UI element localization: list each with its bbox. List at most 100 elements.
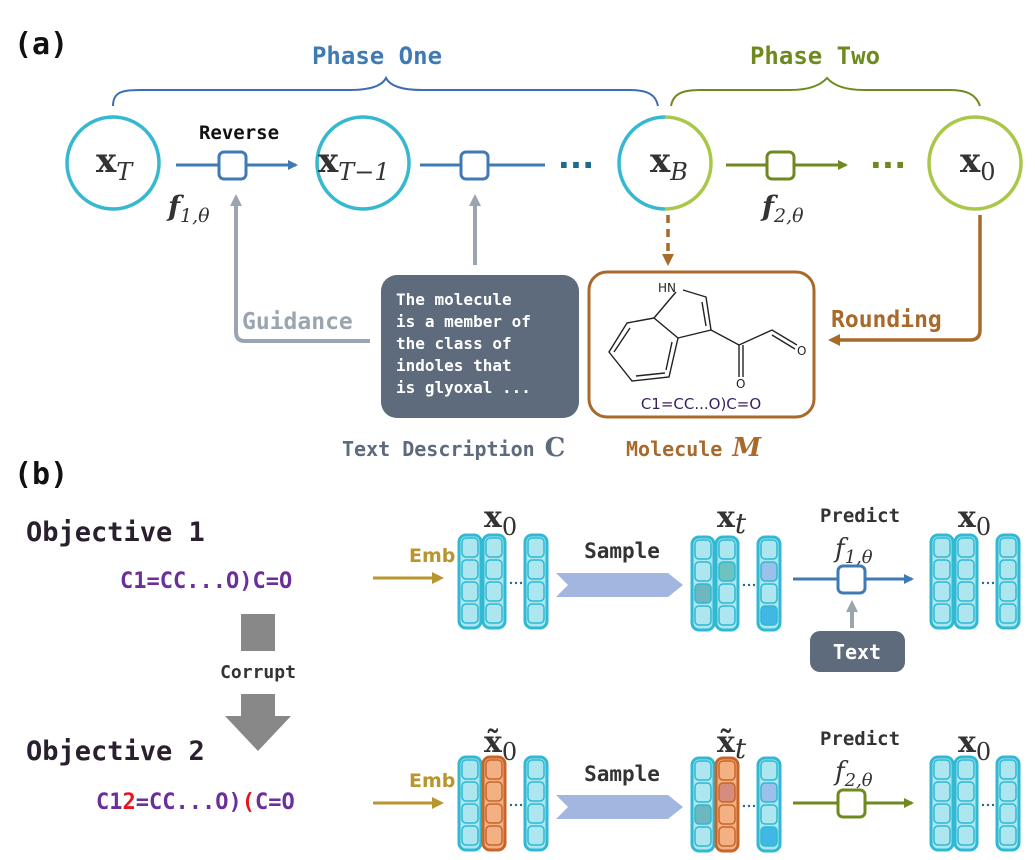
objective-2-denoiser-box	[836, 788, 867, 819]
node-xT1-label: xT−1	[318, 141, 390, 186]
objective-1-text-box	[810, 631, 905, 672]
panel-a-label: (a)	[14, 27, 68, 62]
embedding-cell	[694, 561, 712, 582]
objective-1-f-label: f1,θ	[833, 534, 873, 568]
corrupt-arrow-top	[241, 614, 275, 651]
embedding-cell	[485, 759, 503, 780]
embedding-cell	[694, 804, 712, 825]
embedding-cell	[461, 559, 479, 580]
guidance-path	[230, 194, 370, 343]
embedding-cell	[933, 759, 951, 780]
node-xB-circle-left	[617, 115, 666, 211]
phase-one-label: Phase One	[312, 42, 442, 70]
embedding-cell	[760, 804, 778, 825]
ellipsis-dot	[742, 804, 746, 808]
embedding-cell	[527, 537, 545, 558]
embedding-cell	[957, 603, 975, 624]
molecule-box	[587, 270, 816, 419]
embedding-cell	[461, 759, 479, 780]
objective-1-denoiser-box	[836, 564, 867, 595]
node-xB-label: xB	[650, 141, 688, 186]
embedding-cell	[527, 803, 545, 824]
embedding-cell	[718, 826, 736, 847]
embedding-cell	[718, 583, 736, 604]
node-xB-circle-right	[664, 115, 713, 211]
embedding-cell	[957, 559, 975, 580]
rounding-path	[828, 215, 982, 346]
ellipsis-dot	[981, 581, 985, 585]
objective-2-f-label: f2,θ	[833, 757, 873, 791]
embedding-cell	[718, 760, 736, 781]
embedding-cell	[485, 537, 503, 558]
embedding-cell	[760, 760, 778, 781]
ellipsis-dot	[742, 583, 746, 587]
embedding-cell	[718, 804, 736, 825]
embedding-cell	[485, 603, 503, 624]
embedding-cell	[999, 603, 1017, 624]
objective-2-xt-label: x̃t	[717, 725, 747, 765]
objective-1-predict-label: Predict	[820, 505, 900, 527]
objective-2-predict-label: Predict	[820, 728, 900, 750]
embedding-cell	[461, 603, 479, 624]
embedding-cell	[694, 605, 712, 626]
embedding-cell	[760, 561, 778, 582]
ellipsis-dot	[519, 581, 523, 585]
embedding-cell	[694, 826, 712, 847]
embedding-cell	[485, 581, 503, 602]
embedding-cell	[527, 603, 545, 624]
embedding-cell	[527, 559, 545, 580]
ellipsis-dot	[509, 581, 513, 585]
ellipsis-dot	[991, 581, 995, 585]
panel-b-label: (b)	[14, 457, 68, 492]
objective-1-title: Objective 1	[26, 517, 205, 548]
node-x0-label: x0	[960, 141, 996, 186]
rounding-label: Rounding	[831, 307, 942, 333]
embedding-cell	[694, 583, 712, 604]
atom-o2: O	[736, 377, 745, 391]
objective-2-sample-label: Sample	[584, 762, 660, 786]
molecule-structure	[608, 289, 798, 382]
node-x0-circle	[927, 115, 1023, 211]
embedding-cell	[694, 539, 712, 560]
embedding-cell	[718, 782, 736, 803]
embedding-cell	[527, 781, 545, 802]
embedding-cell	[957, 581, 975, 602]
ellipsis-dot	[747, 804, 751, 808]
ellipsis-phase-one: ···	[558, 146, 594, 184]
f1-label: f1,θ	[166, 190, 210, 227]
embedding-cell	[999, 803, 1017, 824]
corrupt-label: Corrupt	[220, 662, 296, 683]
embedding-cell	[999, 781, 1017, 802]
text-description-content: The molecule is a member of the class of…	[396, 290, 541, 397]
embedding-cell	[718, 561, 736, 582]
objective-2-x0-label: x̃0	[484, 725, 517, 766]
objective-2-output-embedding	[929, 755, 1021, 852]
embedding-cell	[999, 825, 1017, 846]
objective-1-output-label: x0	[958, 500, 991, 541]
embedding-cell	[694, 782, 712, 803]
embedding-cell	[957, 759, 975, 780]
embedding-cell	[957, 803, 975, 824]
ellipsis-dot	[747, 583, 751, 587]
embedding-cell	[485, 781, 503, 802]
embedding-cell	[485, 825, 503, 846]
reverse-label: Reverse	[199, 122, 279, 144]
embedding-cell	[527, 759, 545, 780]
ellipsis-dot	[986, 581, 990, 585]
objective-2-title: Objective 2	[26, 736, 205, 767]
ellipsis-dot	[514, 803, 518, 807]
atom-hn: HN	[658, 281, 676, 295]
embedding-cell	[999, 537, 1017, 558]
objective-2-output-label: x0	[958, 725, 991, 766]
denoiser-box-3	[765, 150, 796, 181]
ellipsis-dot	[514, 581, 518, 585]
objective-1-x0-embedding	[457, 533, 549, 630]
embedding-cell	[999, 559, 1017, 580]
embedding-cell	[527, 581, 545, 602]
objective-1-emb-label: Emb	[409, 545, 455, 567]
denoiser-box-2	[459, 150, 490, 181]
embedding-cell	[718, 605, 736, 626]
objective-1-xt-label: xt	[717, 500, 747, 540]
